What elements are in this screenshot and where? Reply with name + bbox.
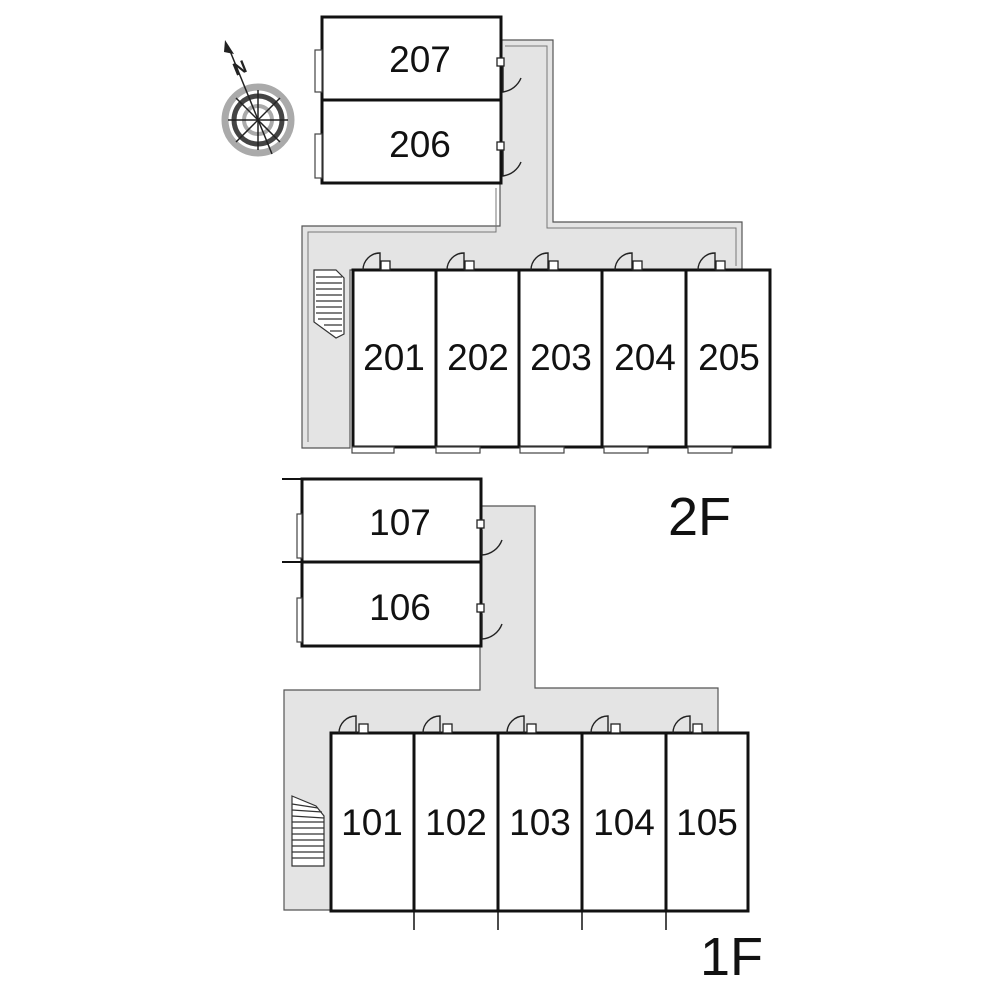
compass-icon: N bbox=[221, 40, 295, 157]
unit-label-101: 101 bbox=[341, 802, 403, 843]
unit-202[interactable]: 202 bbox=[434, 252, 521, 454]
unit-label-106: 106 bbox=[369, 587, 431, 628]
unit-label-205: 205 bbox=[698, 337, 760, 378]
unit-label-202: 202 bbox=[447, 337, 509, 378]
staircase-2f bbox=[313, 269, 345, 339]
unit-label-103: 103 bbox=[509, 802, 571, 843]
unit-label-102: 102 bbox=[425, 802, 487, 843]
unit-106[interactable]: 106 bbox=[282, 560, 503, 648]
unit-label-105: 105 bbox=[676, 802, 738, 843]
unit-207[interactable]: 207 bbox=[314, 15, 522, 102]
unit-label-207: 207 bbox=[389, 39, 451, 80]
unit-206[interactable]: 206 bbox=[314, 98, 522, 185]
staircase-1f bbox=[291, 795, 325, 867]
floor-1f: 107 106 101 102 bbox=[282, 477, 763, 987]
unit-label-203: 203 bbox=[530, 337, 592, 378]
unit-102[interactable]: 102 bbox=[412, 715, 500, 930]
compass-north-label: N bbox=[230, 56, 250, 79]
unit-203[interactable]: 203 bbox=[517, 252, 604, 454]
unit-label-107: 107 bbox=[369, 502, 431, 543]
unit-201[interactable]: 201 bbox=[351, 252, 438, 454]
floor-2f: 207 206 201 202 bbox=[301, 15, 772, 547]
unit-label-204: 204 bbox=[614, 337, 676, 378]
unit-204[interactable]: 204 bbox=[600, 252, 688, 454]
unit-103[interactable]: 103 bbox=[496, 715, 584, 930]
unit-label-104: 104 bbox=[593, 802, 655, 843]
unit-label-206: 206 bbox=[389, 124, 451, 165]
unit-107[interactable]: 107 bbox=[282, 477, 503, 564]
floor-label-2f: 2F bbox=[668, 487, 731, 547]
unit-105[interactable]: 105 bbox=[664, 715, 750, 930]
floor-label-1f: 1F bbox=[700, 927, 763, 987]
unit-205[interactable]: 205 bbox=[684, 252, 772, 454]
unit-104[interactable]: 104 bbox=[580, 715, 668, 930]
unit-label-201: 201 bbox=[363, 337, 425, 378]
corridor-2f bbox=[301, 39, 743, 449]
unit-101[interactable]: 101 bbox=[329, 715, 416, 913]
